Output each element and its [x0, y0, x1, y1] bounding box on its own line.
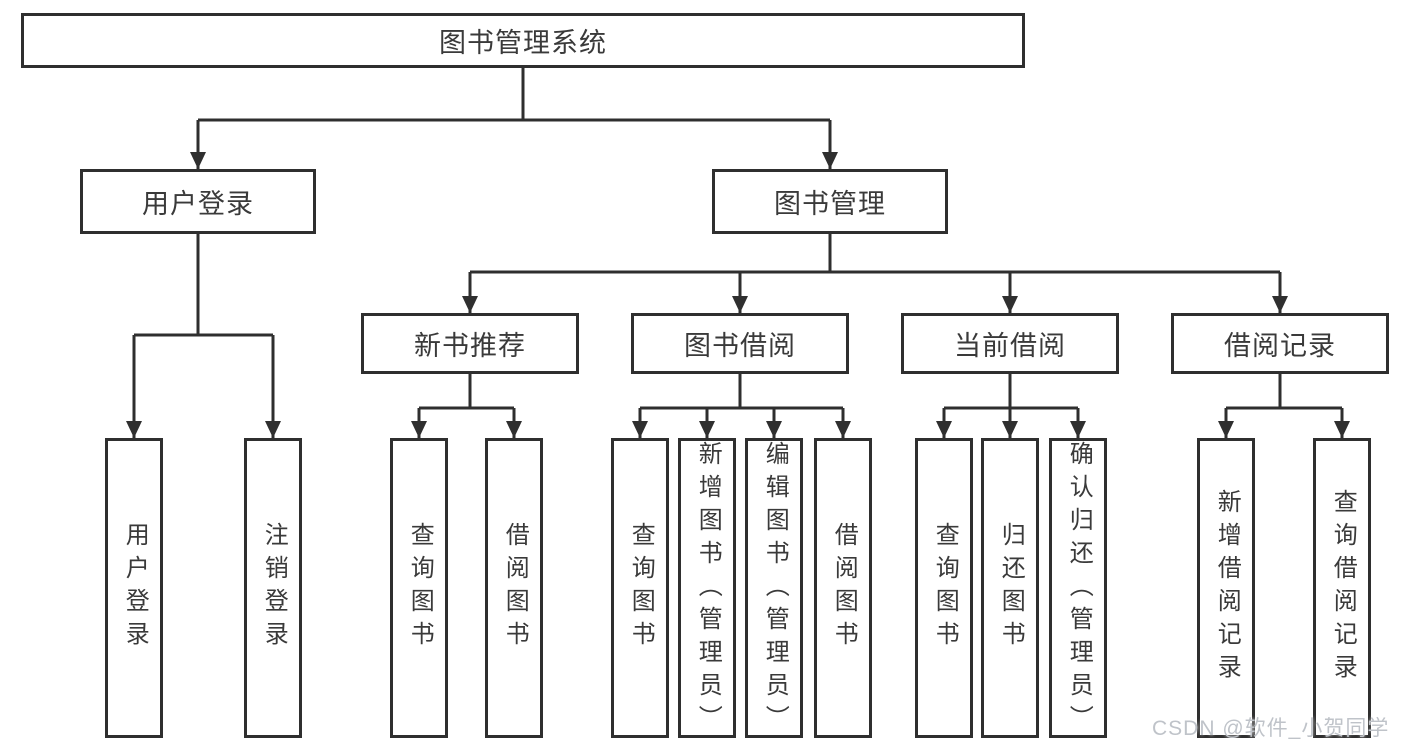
connector-book-borrow-children — [632, 374, 851, 438]
node-borrow-records: 借阅记录 — [1171, 313, 1389, 374]
node-root-library-system: 图书管理系统 — [21, 13, 1025, 68]
leaf-add-book-admin: 新增图书（管理员） — [678, 438, 736, 738]
node-book-borrow-label: 图书借阅 — [684, 331, 796, 361]
leaf-borrow-books-recommend: 借阅图书 — [485, 438, 543, 738]
leaf-query-books-current: 查询图书 — [915, 438, 973, 738]
leaf-edit-book-admin-label: 编辑图书（管理员） — [761, 441, 789, 738]
node-user-login: 用户登录 — [80, 169, 316, 234]
csdn-watermark: CSDN @软件_小贺同学 — [1152, 717, 1390, 740]
leaf-logout: 注销登录 — [244, 438, 302, 738]
node-book-borrow: 图书借阅 — [631, 313, 849, 374]
connector-borrow-records-children — [1218, 374, 1350, 438]
leaf-logout-label: 注销登录 — [260, 522, 288, 654]
connector-user-login-children — [126, 234, 281, 438]
leaf-confirm-return-admin: 确认归还（管理员） — [1049, 438, 1107, 738]
leaf-borrow-books-recommend-label: 借阅图书 — [501, 522, 529, 654]
leaf-confirm-return-admin-label: 确认归还（管理员） — [1065, 441, 1093, 738]
node-new-book-recommend: 新书推荐 — [361, 313, 579, 374]
node-current-borrow-label: 当前借阅 — [954, 331, 1066, 361]
leaf-query-borrow-record-label: 查询借阅记录 — [1329, 489, 1357, 687]
node-root-label: 图书管理系统 — [439, 28, 607, 58]
leaf-user-login-label: 用户登录 — [121, 522, 149, 654]
leaf-query-borrow-record: 查询借阅记录 — [1313, 438, 1371, 738]
leaf-return-book: 归还图书 — [981, 438, 1039, 738]
leaf-edit-book-admin: 编辑图书（管理员） — [745, 438, 803, 738]
connector-root-to-level2 — [190, 68, 838, 169]
leaf-add-borrow-record: 新增借阅记录 — [1197, 438, 1255, 738]
leaf-return-book-label: 归还图书 — [997, 522, 1025, 654]
leaf-query-books-recommend-label: 查询图书 — [406, 522, 434, 654]
node-book-management-label: 图书管理 — [774, 189, 886, 219]
leaf-add-book-admin-label: 新增图书（管理员） — [694, 441, 722, 738]
node-new-book-recommend-label: 新书推荐 — [414, 331, 526, 361]
leaf-query-books-borrow-label: 查询图书 — [627, 522, 655, 654]
connector-new-book-children — [411, 374, 522, 438]
leaf-add-borrow-record-label: 新增借阅记录 — [1213, 489, 1241, 687]
node-book-management: 图书管理 — [712, 169, 948, 234]
leaf-query-books-current-label: 查询图书 — [931, 522, 959, 654]
connector-current-borrow-children — [936, 374, 1086, 438]
node-current-borrow: 当前借阅 — [901, 313, 1119, 374]
leaf-user-login: 用户登录 — [105, 438, 163, 738]
leaf-query-books-recommend: 查询图书 — [390, 438, 448, 738]
leaf-query-books-borrow: 查询图书 — [611, 438, 669, 738]
connector-book-mgmt-to-level3 — [462, 234, 1288, 313]
node-user-login-label: 用户登录 — [142, 189, 254, 219]
leaf-borrow-books-borrow-label: 借阅图书 — [830, 522, 858, 654]
node-borrow-records-label: 借阅记录 — [1224, 331, 1336, 361]
leaf-borrow-books-borrow: 借阅图书 — [814, 438, 872, 738]
